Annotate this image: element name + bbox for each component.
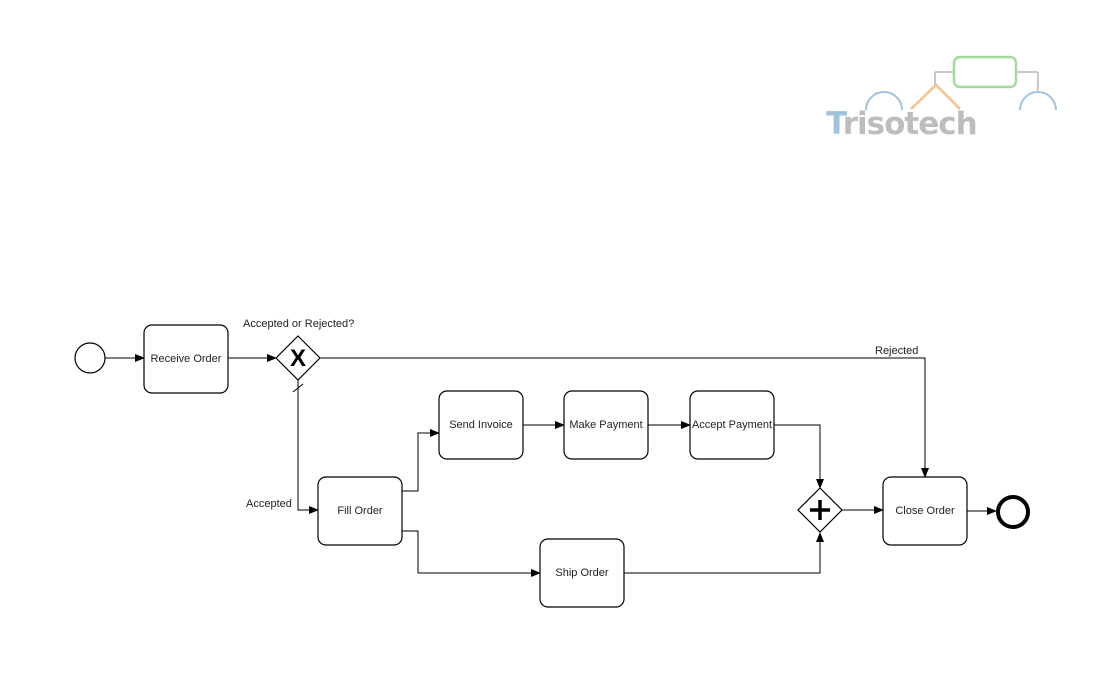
task-label: Close Order (895, 505, 955, 517)
flow-ship-to-and (624, 532, 824, 574)
exclusive-marker: X (290, 345, 306, 372)
parallel-gateway[interactable] (797, 487, 843, 533)
task-receive-order[interactable]: Receive Order (143, 324, 229, 394)
task-ship-order[interactable]: Ship Order (539, 538, 625, 608)
gateway-label: Accepted or Rejected? (243, 318, 354, 330)
task-close-order[interactable]: Close Order (882, 476, 968, 546)
flow-rejected (320, 357, 929, 478)
task-accept-payment[interactable]: Accept Payment (689, 390, 775, 460)
flow-accept-to-and (774, 424, 824, 489)
flow-accepted (297, 380, 319, 514)
end-event[interactable] (996, 495, 1030, 529)
rejected-flow-label: Rejected (875, 345, 918, 357)
default-flow-slash (292, 383, 304, 393)
task-make-payment[interactable]: Make Payment (563, 390, 649, 460)
task-label: Send Invoice (449, 419, 513, 431)
task-label: Receive Order (151, 353, 222, 365)
logo-text: Trisotech (826, 106, 977, 142)
task-send-invoice[interactable]: Send Invoice (438, 390, 524, 460)
accepted-flow-label: Accepted (246, 498, 292, 510)
logo-word: risotech (843, 106, 977, 142)
logo-letter-t: T (826, 106, 847, 142)
task-label: Ship Order (555, 567, 609, 579)
task-label: Fill Order (337, 505, 383, 517)
flow-fill-to-ship (401, 530, 541, 577)
task-label: Accept Payment (692, 419, 772, 431)
flow-fill-to-invoice (401, 429, 440, 492)
parallel-marker (810, 500, 830, 520)
exclusive-gateway[interactable]: X (275, 335, 321, 381)
task-label: Make Payment (569, 419, 642, 431)
start-event[interactable] (74, 342, 106, 374)
sequence-flows (105, 354, 997, 577)
trisotech-logo: Trisotech (826, 55, 1057, 142)
task-fill-order[interactable]: Fill Order (317, 476, 403, 546)
